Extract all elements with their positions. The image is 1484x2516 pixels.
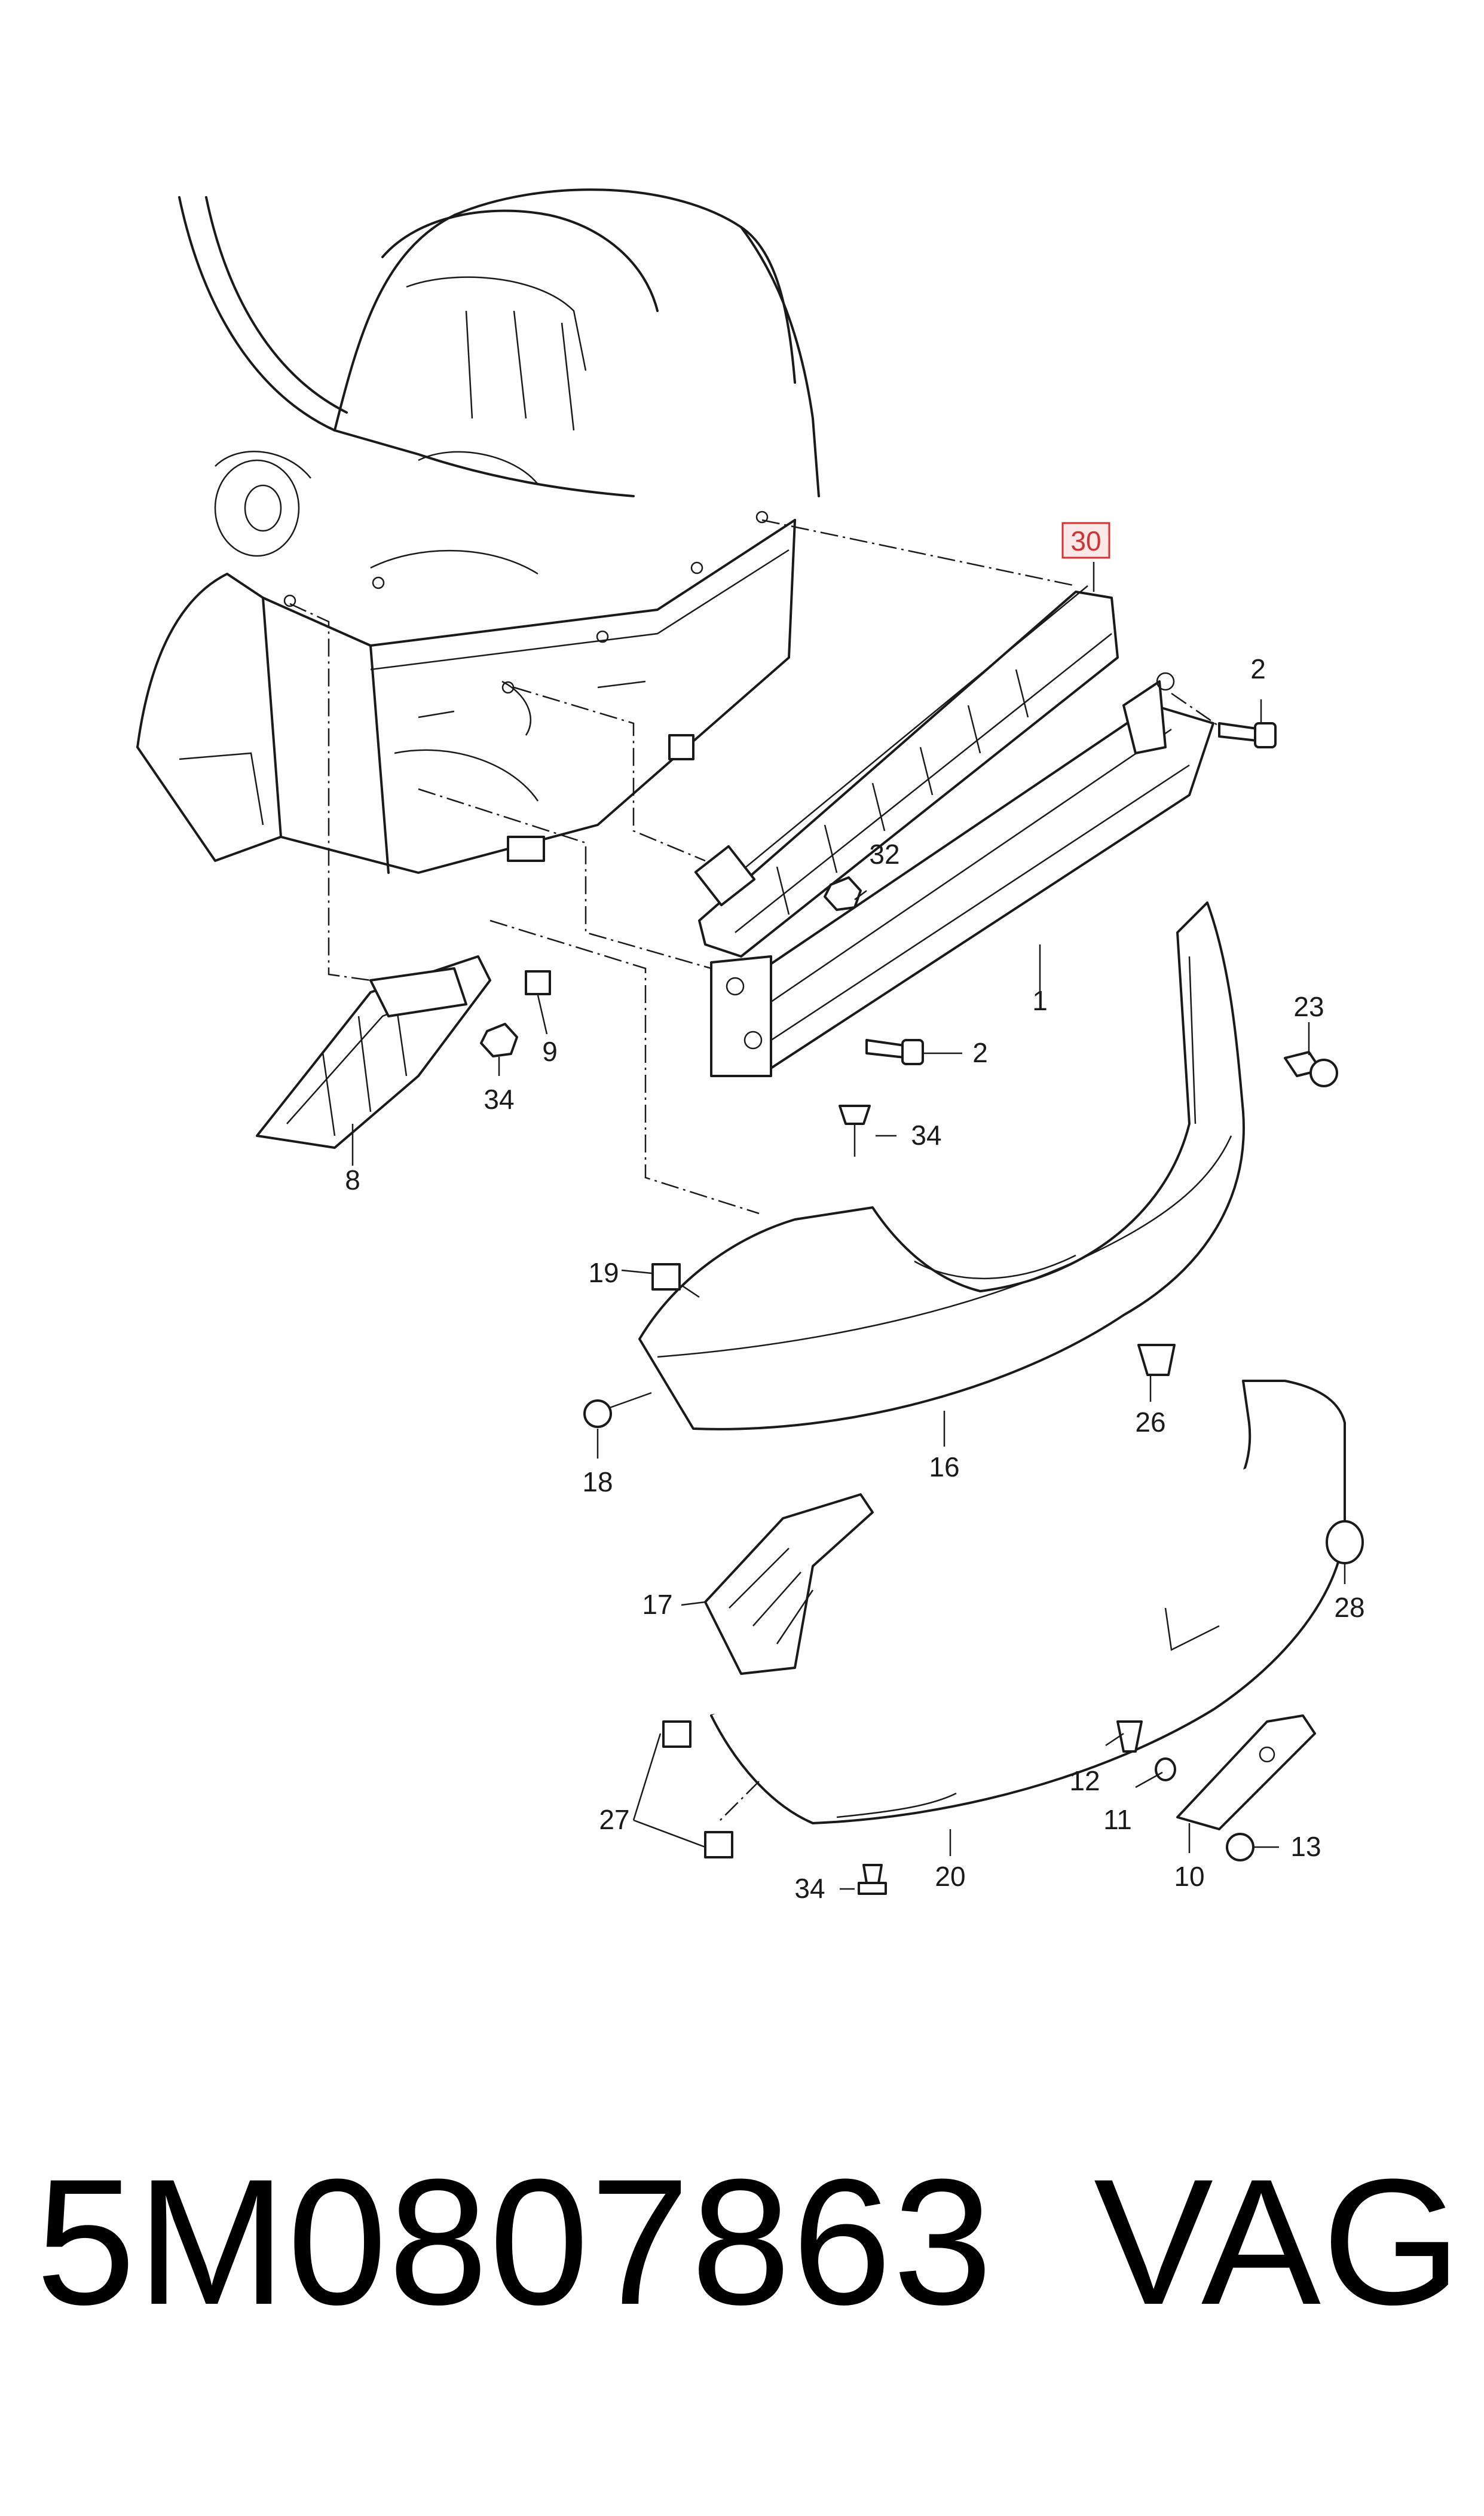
part-label-1[interactable]: 1 [1032, 985, 1048, 1016]
part-labels: 30 2 32 1 2 9 34 8 23 34 19 18 16 26 17 … [345, 522, 1365, 1904]
fasteners [480, 722, 1364, 1895]
part-label-10[interactable]: 10 [1174, 1861, 1204, 1892]
part-label-2-lower[interactable]: 2 [972, 1037, 988, 1068]
part-10-tow-cover [1176, 1714, 1316, 1830]
part-label-32-right[interactable]: 32 [869, 839, 899, 870]
part-label-19[interactable]: 19 [588, 1257, 619, 1288]
part-label-20[interactable]: 23 [1293, 991, 1324, 1022]
leader-lines [351, 562, 1346, 1890]
rear-body-shell [136, 188, 820, 874]
part-label-34-lower[interactable]: 34 [794, 1873, 825, 1904]
part-26-lower-cover [710, 1380, 1346, 1824]
part-label-26[interactable]: 20 [935, 1861, 965, 1892]
part-label-11[interactable]: 11 [1103, 1804, 1132, 1835]
part-label-2-upper[interactable]: 2 [1250, 653, 1266, 684]
part-label-30[interactable]: 30 [1070, 525, 1101, 557]
callout-30-highlight: 30 [1061, 522, 1110, 559]
part-17-bracket [704, 1493, 874, 1675]
part-label-27[interactable]: 28 [1334, 1592, 1364, 1623]
part-30-absorber [694, 585, 1119, 958]
part-label-16[interactable]: 16 [929, 1451, 959, 1482]
part-label-32-left[interactable]: 34 [484, 1084, 514, 1115]
part-number-text: 5M0807863 [36, 2141, 994, 2342]
part-label-8[interactable]: 8 [345, 1164, 360, 1196]
part-label-12[interactable]: 12 [1069, 1765, 1100, 1796]
part-label-23[interactable]: 26 [1135, 1407, 1165, 1438]
part-label-28[interactable]: 27 [599, 1804, 629, 1835]
brand-text: VAG [1094, 2141, 1463, 2342]
part-16-bumper-cover [638, 901, 1245, 1430]
part-label-34-upper[interactable]: 34 [911, 1120, 941, 1151]
part-label-17[interactable]: 17 [642, 1589, 672, 1620]
part-8-bracket [256, 955, 491, 1149]
part-label-13[interactable]: 13 [1290, 1831, 1321, 1862]
part-label-9[interactable]: 9 [542, 1036, 558, 1067]
part-label-18[interactable]: 18 [582, 1466, 613, 1497]
part-1-carrier [710, 672, 1214, 1077]
assembly-lines [289, 519, 1220, 1824]
